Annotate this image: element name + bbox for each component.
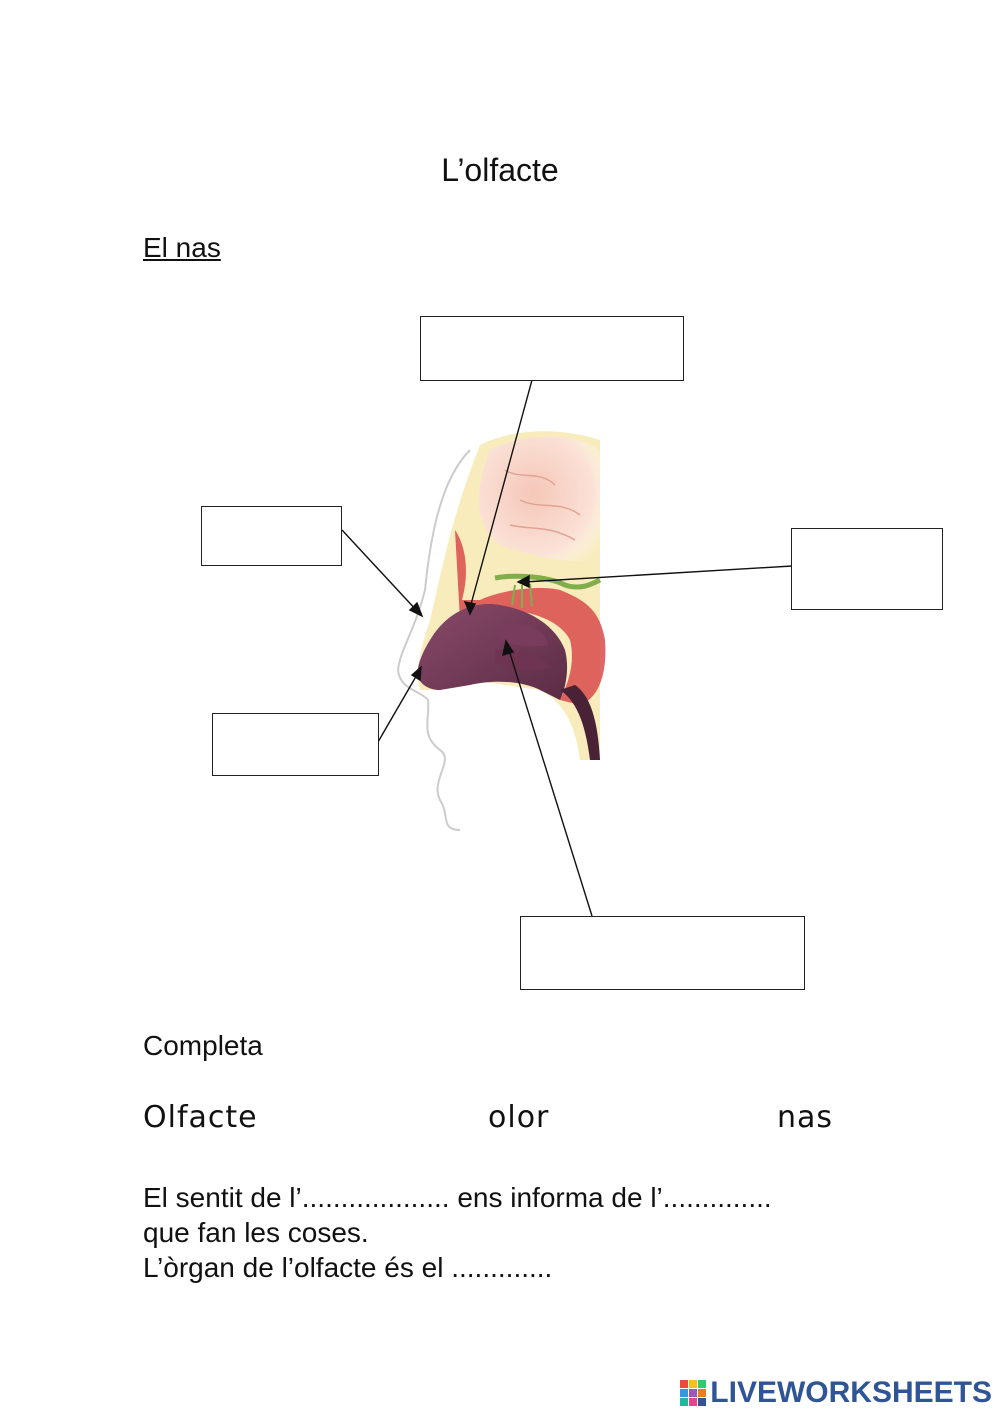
- label-box-left-lower[interactable]: [212, 713, 379, 776]
- bone-red: [455, 530, 606, 705]
- olfactory-bulb: [494, 573, 602, 590]
- sentence-line: L’òrgan de l’olfacte és el .............: [143, 1252, 553, 1283]
- face-outline: [396, 449, 471, 831]
- label-box-right[interactable]: [791, 528, 943, 610]
- section-subtitle: El nas: [143, 232, 221, 263]
- throat: [560, 685, 600, 760]
- sentence-line: El sentit de l’................... ens i…: [143, 1182, 772, 1213]
- sentence-line: que fan les coses.: [143, 1217, 369, 1248]
- label-box-top[interactable]: [420, 316, 684, 381]
- page-title: L’olfacte: [441, 152, 559, 188]
- label-box-left-upper[interactable]: [201, 506, 342, 566]
- arrow-lines: [341, 379, 793, 917]
- section-heading: Completa: [143, 1030, 263, 1061]
- brand-name: LIVEWORKSHEETS: [710, 1376, 992, 1409]
- word-bank-item: nas: [777, 1100, 834, 1135]
- label-box-bottom[interactable]: [520, 916, 805, 990]
- brain: [479, 436, 600, 562]
- word-bank-item: Olfacte: [143, 1100, 258, 1135]
- brand-grid-icon: [680, 1380, 707, 1406]
- nose-anatomy-diagram: [341, 379, 793, 917]
- word-bank-item: olor: [488, 1100, 550, 1135]
- brand-logo: LIVEWORKSHEETS: [680, 1376, 992, 1410]
